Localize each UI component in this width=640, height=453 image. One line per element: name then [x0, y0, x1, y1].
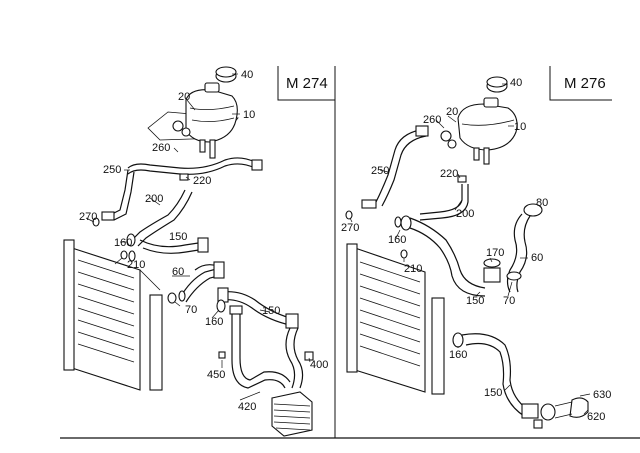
ring-210 [400, 249, 408, 259]
callout-60: 60 [172, 266, 184, 278]
radiator [63, 239, 163, 391]
callout-200: 200 [145, 193, 163, 205]
oil-cooler [271, 391, 313, 437]
clamp-220 [179, 173, 189, 181]
ring-70 [506, 271, 522, 281]
ring-160 [126, 233, 136, 247]
callout-40: 40 [241, 69, 253, 81]
model-box-m274: M 274 [277, 66, 335, 101]
callout-400: 400 [310, 359, 328, 371]
callout-20: 20 [178, 91, 190, 103]
callout-200: 200 [456, 208, 474, 220]
callout-150: 150 [169, 231, 187, 243]
callout-170: 170 [486, 247, 504, 259]
callout-150-lower: 150 [484, 387, 502, 399]
hose-150-lower [221, 291, 291, 319]
callout-450: 450 [207, 369, 225, 381]
tank-cap [215, 66, 237, 83]
callout-210: 210 [404, 263, 422, 275]
ring-210 [120, 250, 128, 260]
callout-270: 270 [79, 211, 97, 223]
seal-170 [483, 258, 501, 268]
callout-630: 630 [593, 389, 611, 401]
callout-160: 160 [388, 234, 406, 246]
callout-70: 70 [503, 295, 515, 307]
ring-80 [523, 203, 543, 217]
callout-60: 60 [531, 252, 543, 264]
callout-220: 220 [193, 175, 211, 187]
clamp-450 [218, 351, 226, 359]
clamp-400 [304, 351, 314, 361]
callout-150: 150 [466, 295, 484, 307]
callout-160-lower: 160 [205, 316, 223, 328]
ring-70 [167, 292, 177, 304]
model-title: M 274 [286, 75, 328, 92]
callout-70: 70 [185, 304, 197, 316]
callout-420: 420 [238, 401, 256, 413]
leaders-m276 [349, 83, 591, 415]
hose-150-upper [409, 217, 486, 289]
radiator [346, 243, 445, 395]
callout-10: 10 [514, 121, 526, 133]
ring-160 [400, 215, 412, 231]
tank-cap [486, 76, 508, 93]
hose-250-upper [127, 157, 256, 169]
hose-60 [506, 213, 523, 293]
callout-80: 80 [536, 197, 548, 209]
callout-210: 210 [127, 259, 145, 271]
ring-270 [92, 217, 100, 227]
callout-620: 620 [587, 411, 605, 423]
clamp-220 [457, 175, 467, 183]
ring-160-lower [452, 332, 464, 348]
expansion-tank [147, 82, 239, 159]
model-title: M 276 [564, 75, 606, 92]
hose-250-connector [101, 211, 115, 221]
callout-20: 20 [446, 106, 458, 118]
hose-420 [231, 310, 286, 389]
callout-260: 260 [423, 114, 441, 126]
ring-270 [345, 210, 353, 220]
model-box-m276: M 276 [549, 66, 612, 101]
callout-160: 160 [114, 237, 132, 249]
callout-250: 250 [371, 165, 389, 177]
callout-260: 260 [152, 142, 170, 154]
callout-40: 40 [510, 77, 522, 89]
hose-150-lower [461, 333, 529, 411]
expansion-tank [440, 97, 518, 165]
callout-10: 10 [243, 109, 255, 121]
hose-250 [375, 129, 421, 203]
leaders-m274 [85, 73, 311, 401]
callout-150-lower: 150 [262, 305, 280, 317]
callout-220: 220 [440, 168, 458, 180]
elbow-620 [540, 397, 589, 421]
ring-160-lower [216, 299, 226, 313]
callout-270: 270 [341, 222, 359, 234]
panel-m274: M 274 [63, 66, 335, 437]
hose-200 [131, 189, 186, 241]
callout-250: 250 [103, 164, 121, 176]
panel-m276: M 276 [341, 66, 612, 429]
callout-160-lower: 160 [449, 349, 467, 361]
hose-150-upper [139, 239, 206, 248]
